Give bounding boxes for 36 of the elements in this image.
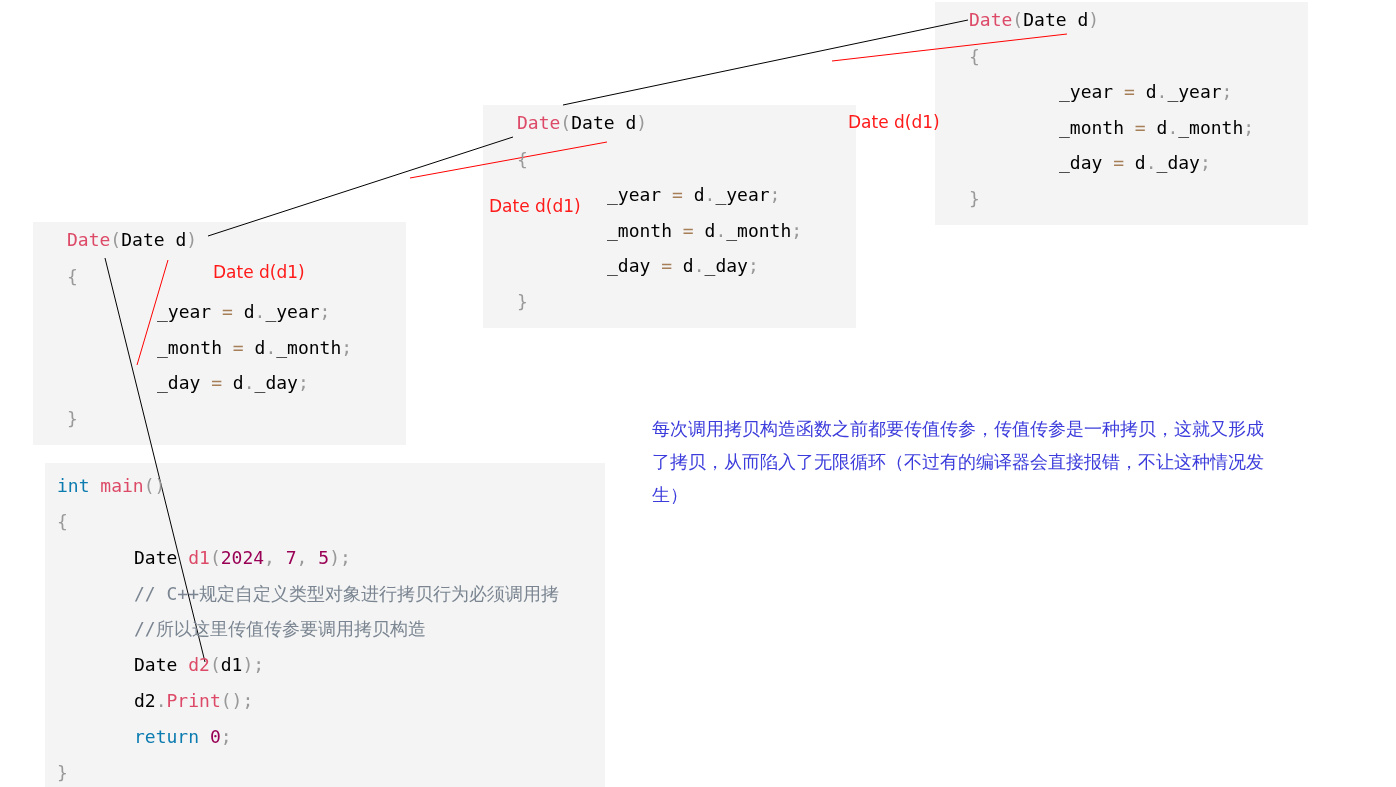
code-line: _day = d._day; [607, 255, 759, 277]
code-block [45, 463, 605, 787]
code-line: { [57, 511, 68, 533]
code-line: Date(Date d) [517, 112, 648, 134]
code-line: _day = d._day; [1059, 152, 1211, 174]
code-line: _month = d._month; [157, 337, 353, 359]
code-line: Date d1(2024, 7, 5); [134, 547, 351, 569]
leader-line [831, 33, 1068, 62]
code-line: } [969, 188, 980, 210]
annotation-text: Date d(d1) [848, 111, 941, 133]
leader-line [136, 259, 169, 366]
annotation-text: Date d(d1) [213, 261, 306, 283]
code-line: Date d2(d1); [134, 654, 265, 676]
code-line: _year = d._year; [1059, 81, 1233, 103]
annotation-text: Date d(d1) [489, 195, 582, 217]
code-line: } [517, 291, 528, 313]
code-line: { [67, 266, 78, 288]
code-line: } [57, 762, 68, 784]
code-line: } [67, 408, 78, 430]
code-line: { [969, 46, 980, 68]
connector-line [562, 19, 969, 106]
code-line: _month = d._month; [607, 220, 803, 242]
code-line: int main() [57, 475, 166, 497]
code-line: Date(Date d) [67, 229, 198, 251]
code-block [33, 222, 406, 445]
leader-line [409, 141, 608, 179]
connector-line [207, 136, 514, 237]
connector-line [104, 257, 206, 663]
code-line: Date(Date d) [969, 9, 1100, 31]
code-line: _month = d._month; [1059, 117, 1255, 139]
code-line: _year = d._year; [157, 301, 331, 323]
code-line: return 0; [134, 726, 232, 748]
code-line: _day = d._day; [157, 372, 309, 394]
code-line: _year = d._year; [607, 184, 781, 206]
note-text: 每次调用拷贝构造函数之前都要传值传参，传值传参是一种拷贝，这就又形成了拷贝，从而陷入了无限循环（不过有的编译器会直接报错，不让这种情况发生） [652, 417, 1265, 507]
code-line: d2.Print(); [134, 690, 254, 712]
